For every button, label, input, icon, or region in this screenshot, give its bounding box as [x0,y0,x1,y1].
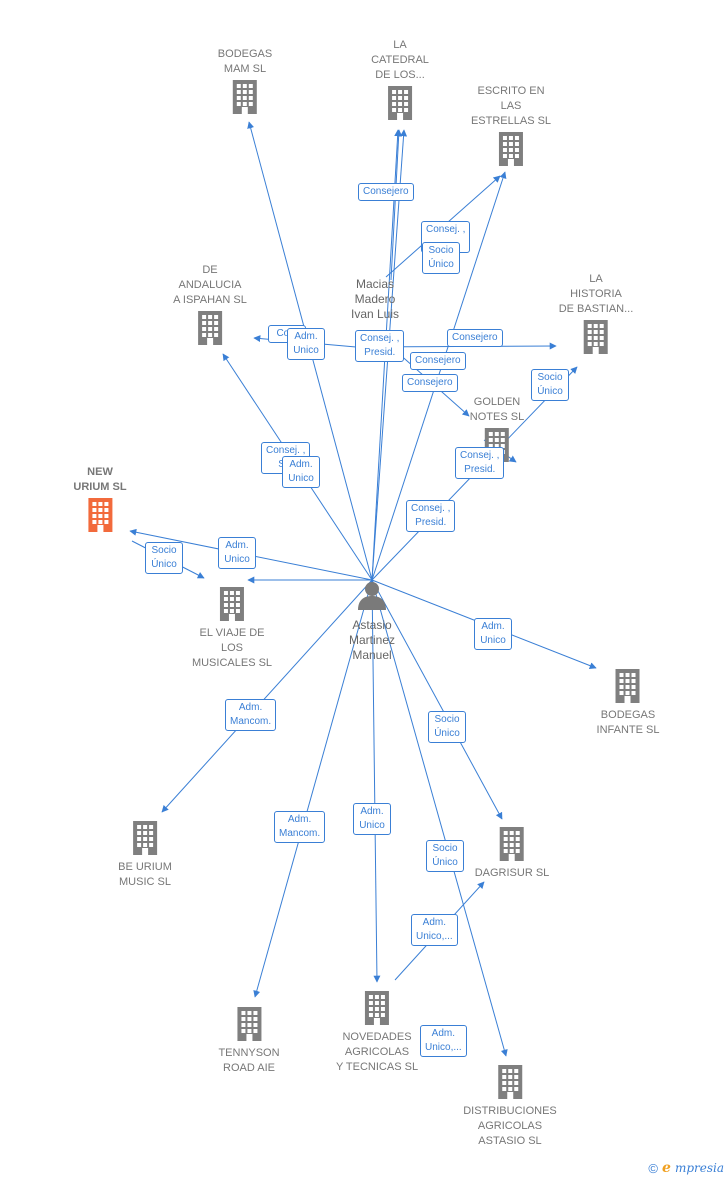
relation-label[interactable]: Adm. Unico [353,803,391,835]
relation-label[interactable]: Adm. Unico [474,618,512,650]
relation-label[interactable]: Adm. Unico,... [420,1025,467,1057]
company-node-tennyson[interactable]: TENNYSON ROAD AIE [218,1006,280,1076]
company-label[interactable]: DAGRISUR SL [474,867,550,879]
relation-label[interactable]: Socio Único [531,369,569,401]
company-label[interactable]: TENNYSON ROAD AIE [218,1047,280,1074]
building-icon[interactable] [230,79,260,115]
building-icon[interactable] [234,1006,264,1042]
company-label[interactable]: GOLDEN NOTES SL [469,396,525,423]
building-icon[interactable] [130,820,160,856]
relation-edge [371,579,381,983]
relation-label[interactable]: Adm. Unico [282,456,320,488]
company-label[interactable]: ESCRITO EN LAS ESTRELLAS SL [470,85,552,127]
brand-logo-text: mpresia [674,1161,724,1175]
relation-label[interactable]: Socio Único [422,242,460,274]
person-node-macias[interactable]: Macias Madero Ivan Luis [351,277,399,322]
relation-label[interactable]: Consej. , Presid. [355,330,405,362]
relation-label[interactable]: Consej. , Presid. [406,500,456,532]
relation-label[interactable]: Adm. Unico [287,328,325,360]
company-label[interactable]: NOVEDADES AGRICOLAS Y TECNICAS SL [335,1031,419,1073]
company-node-la-historia[interactable]: LA HISTORIA DE BASTIAN... [558,272,634,355]
relation-label[interactable]: Adm. Unico [218,537,256,569]
relation-label[interactable]: Consejero [410,352,466,370]
company-node-bodegas-mam[interactable]: BODEGAS MAM SL [218,47,272,115]
company-label[interactable]: BE URIUM MUSIC SL [118,861,172,888]
relation-label[interactable]: Consejero [447,329,503,347]
building-icon[interactable] [85,497,115,533]
company-label[interactable]: LA CATEDRAL DE LOS... [371,39,429,81]
relation-edge [371,579,503,820]
relation-label[interactable]: Consej. , Presid. [455,447,505,479]
building-icon[interactable] [362,990,392,1026]
building-icon[interactable] [581,319,611,355]
person-icon[interactable] [357,580,387,615]
relation-label[interactable]: Consejero [358,183,414,201]
company-node-distribuciones[interactable]: DISTRIBUCIONES AGRICOLAS ASTASIO SL [463,1064,557,1149]
company-node-de-andalucia[interactable]: DE ANDALUCIA A ISPAHAN SL [173,263,247,346]
relation-label[interactable]: Socio Único [145,542,183,574]
relation-edge [390,129,403,281]
brand-logo-initial: e [662,1160,671,1176]
company-label[interactable]: EL VIAJE DE LOS MUSICALES SL [191,627,273,669]
company-label[interactable]: NEW URIUM SL [73,466,127,493]
relation-label[interactable]: Consejero [402,374,458,392]
company-node-new-urium[interactable]: NEW URIUM SL [73,465,127,533]
company-node-be-urium[interactable]: BE URIUM MUSIC SL [118,820,172,890]
company-label[interactable]: DE ANDALUCIA A ISPAHAN SL [173,264,247,306]
relation-label[interactable]: Socio Único [426,840,464,872]
company-label[interactable]: BODEGAS MAM SL [217,48,273,75]
building-icon[interactable] [385,85,415,121]
company-node-novedades[interactable]: NOVEDADES AGRICOLAS Y TECNICAS SL [336,990,418,1075]
company-node-bodegas-infante[interactable]: BODEGAS INFANTE SL [596,668,660,738]
company-label[interactable]: DISTRIBUCIONES AGRICOLAS ASTASIO SL [463,1105,557,1147]
building-icon[interactable] [195,310,225,346]
person-node-astasio[interactable]: Astasio Martinez Manuel [349,580,395,663]
building-icon[interactable] [613,668,643,704]
building-icon[interactable] [497,826,527,862]
relation-label[interactable]: Adm. Mancom. [225,699,277,731]
company-label[interactable]: BODEGAS INFANTE SL [596,709,660,736]
company-node-el-viaje[interactable]: EL VIAJE DE LOS MUSICALES SL [192,586,272,671]
building-icon[interactable] [217,586,247,622]
company-label[interactable]: LA HISTORIA DE BASTIAN... [558,273,634,315]
person-label[interactable]: Astasio Martinez Manuel [348,618,396,662]
company-node-la-catedral[interactable]: LA CATEDRAL DE LOS... [371,38,429,121]
relation-edge [161,579,373,813]
building-icon[interactable] [495,1064,525,1100]
person-label[interactable]: Macias Madero Ivan Luis [350,277,400,321]
company-node-dagrisur[interactable]: DAGRISUR SL [474,826,550,881]
relation-label[interactable]: Socio Único [428,711,466,743]
company-node-escrito-en-las-estrellas[interactable]: ESCRITO EN LAS ESTRELLAS SL [471,84,551,167]
building-icon[interactable] [496,131,526,167]
relation-edge [371,579,508,1057]
relation-label[interactable]: Adm. Unico,... [411,914,458,946]
relation-label[interactable]: Adm. Mancom. [274,811,326,843]
relation-edge [253,579,373,998]
copyright-symbol: © [648,1160,659,1176]
